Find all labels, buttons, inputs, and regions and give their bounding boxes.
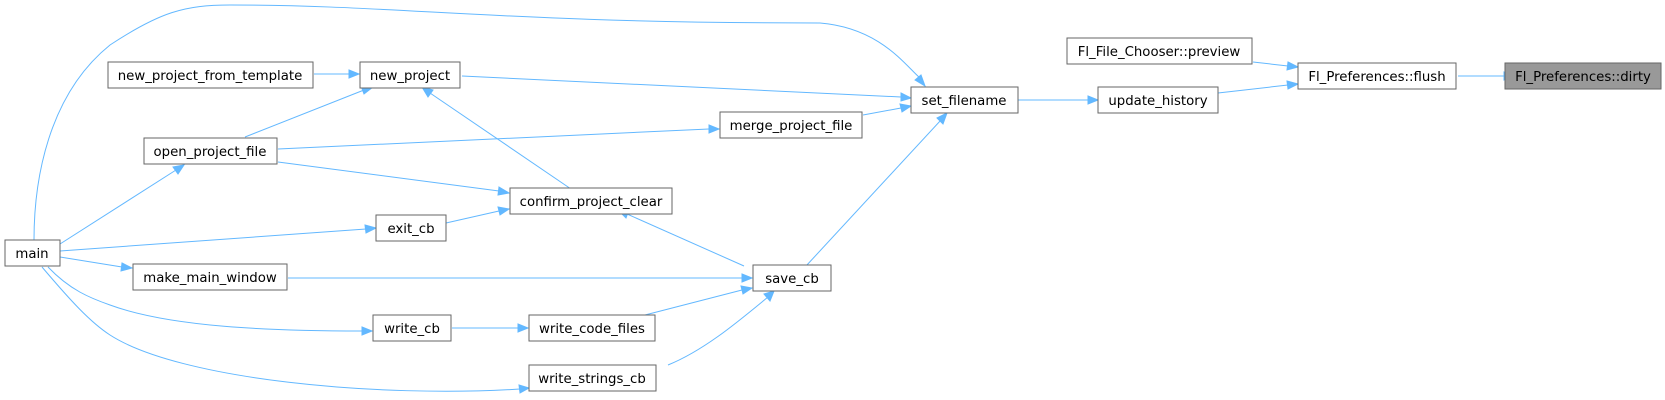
arrowhead: [899, 103, 913, 113]
node-box: [143, 137, 278, 165]
nodes: Fl_Preferences::dirty Fl_Preferences::fl…: [4, 37, 1662, 392]
arrowhead: [518, 384, 531, 394]
arrowhead: [900, 92, 913, 102]
node-box: [1297, 62, 1457, 90]
node-box: [375, 214, 447, 242]
node-make-main-window[interactable]: make_main_window: [132, 263, 288, 291]
edge-open-project-file-confirm: [277, 161, 500, 192]
node-new-project[interactable]: new_project: [359, 61, 461, 89]
node-box: [4, 239, 61, 267]
node-box: [1066, 37, 1253, 65]
arrowhead: [497, 206, 511, 216]
node-box: [509, 187, 673, 215]
arrowhead: [708, 124, 721, 134]
node-exit-cb[interactable]: exit_cb: [375, 214, 447, 242]
node-box: [359, 61, 461, 89]
arrowhead: [364, 224, 378, 234]
edge-open-project-file-merge: [277, 128, 710, 150]
arrowhead: [914, 74, 926, 88]
node-write-strings-cb[interactable]: write_strings_cb: [528, 364, 657, 392]
node-label: write_code_files: [539, 322, 645, 337]
node-label: exit_cb: [387, 222, 434, 237]
node-update-history[interactable]: update_history: [1097, 86, 1219, 114]
edge-merge-project-file-set-filename: [862, 107, 902, 116]
edge-new-project-set-filename: [461, 75, 902, 98]
node-label: merge_project_file: [730, 119, 853, 134]
edge-exit-cb-confirm: [445, 210, 500, 224]
node-label: Fl_File_Chooser::preview: [1078, 45, 1241, 60]
node-box: [752, 264, 832, 292]
edge-open-project-file-new-project: [244, 89, 365, 138]
node-label: main: [15, 247, 48, 262]
edge-main-set-filename: [33, 4, 921, 241]
node-save-cb[interactable]: save_cb: [752, 264, 832, 292]
node-label: make_main_window: [143, 271, 277, 286]
arrowhead: [361, 326, 374, 336]
edge-save-cb-set-filename: [805, 119, 942, 267]
edge-main-open-project-file: [59, 169, 177, 245]
arrowhead: [517, 323, 530, 333]
node-label: set_filename: [922, 94, 1007, 109]
node-label: save_cb: [765, 272, 819, 287]
edge-write-code-files-save-cb: [644, 289, 743, 316]
node-label: update_history: [1108, 94, 1207, 109]
node-label: new_project: [370, 69, 450, 84]
node-confirm-project-clear[interactable]: confirm_project_clear: [509, 187, 673, 215]
node-box: [1504, 62, 1662, 90]
node-box: [1097, 86, 1219, 114]
node-fl-file-chooser-preview[interactable]: Fl_File_Chooser::preview: [1066, 37, 1253, 65]
arrowhead: [172, 164, 186, 175]
edge-write-strings-cb-save-cb: [667, 296, 769, 366]
edge-main-write-cb: [47, 266, 363, 332]
node-label: confirm_project_clear: [520, 195, 663, 210]
node-box: [528, 364, 657, 392]
edges: [33, 4, 1516, 394]
node-fl-preferences-dirty[interactable]: Fl_Preferences::dirty: [1504, 62, 1662, 90]
node-write-cb[interactable]: write_cb: [372, 314, 452, 342]
edge-save-cb-confirm: [626, 213, 745, 267]
node-label: write_strings_cb: [538, 372, 646, 387]
node-label: open_project_file: [154, 145, 267, 160]
node-label: write_cb: [384, 322, 440, 337]
node-label: Fl_Preferences::dirty: [1515, 70, 1651, 85]
node-label: Fl_Preferences::flush: [1308, 70, 1445, 85]
node-merge-project-file[interactable]: merge_project_file: [719, 111, 863, 139]
arrowhead: [763, 290, 775, 302]
edge-preview-flush: [1252, 61, 1289, 67]
node-set-filename[interactable]: set_filename: [910, 86, 1019, 114]
arrowhead: [348, 69, 361, 79]
arrowhead: [741, 273, 754, 283]
node-fl-preferences-flush[interactable]: Fl_Preferences::flush: [1297, 62, 1457, 90]
node-main[interactable]: main: [4, 239, 61, 267]
node-box: [132, 263, 288, 291]
arrowhead: [740, 285, 754, 295]
node-open-project-file[interactable]: open_project_file: [143, 137, 278, 165]
node-new-project-from-template[interactable]: new_project_from_template: [107, 61, 314, 89]
arrowhead: [1286, 61, 1300, 71]
node-box: [372, 314, 452, 342]
edge-main-write-strings-cb: [41, 266, 521, 392]
arrowhead: [1286, 80, 1300, 90]
arrowhead: [1087, 95, 1100, 105]
node-box: [910, 86, 1019, 114]
edge-confirm-new-project: [429, 92, 572, 190]
arrowhead: [120, 262, 134, 272]
edge-main-exit-cb: [59, 228, 367, 252]
arrowhead: [497, 186, 511, 196]
node-write-code-files[interactable]: write_code_files: [528, 314, 656, 342]
edge-main-make-main-window: [59, 256, 123, 268]
node-box: [528, 314, 656, 342]
node-box: [107, 61, 314, 89]
arrowhead: [936, 111, 948, 125]
node-box: [719, 111, 863, 139]
edge-update-history-flush: [1217, 84, 1289, 94]
node-label: new_project_from_template: [118, 69, 303, 84]
